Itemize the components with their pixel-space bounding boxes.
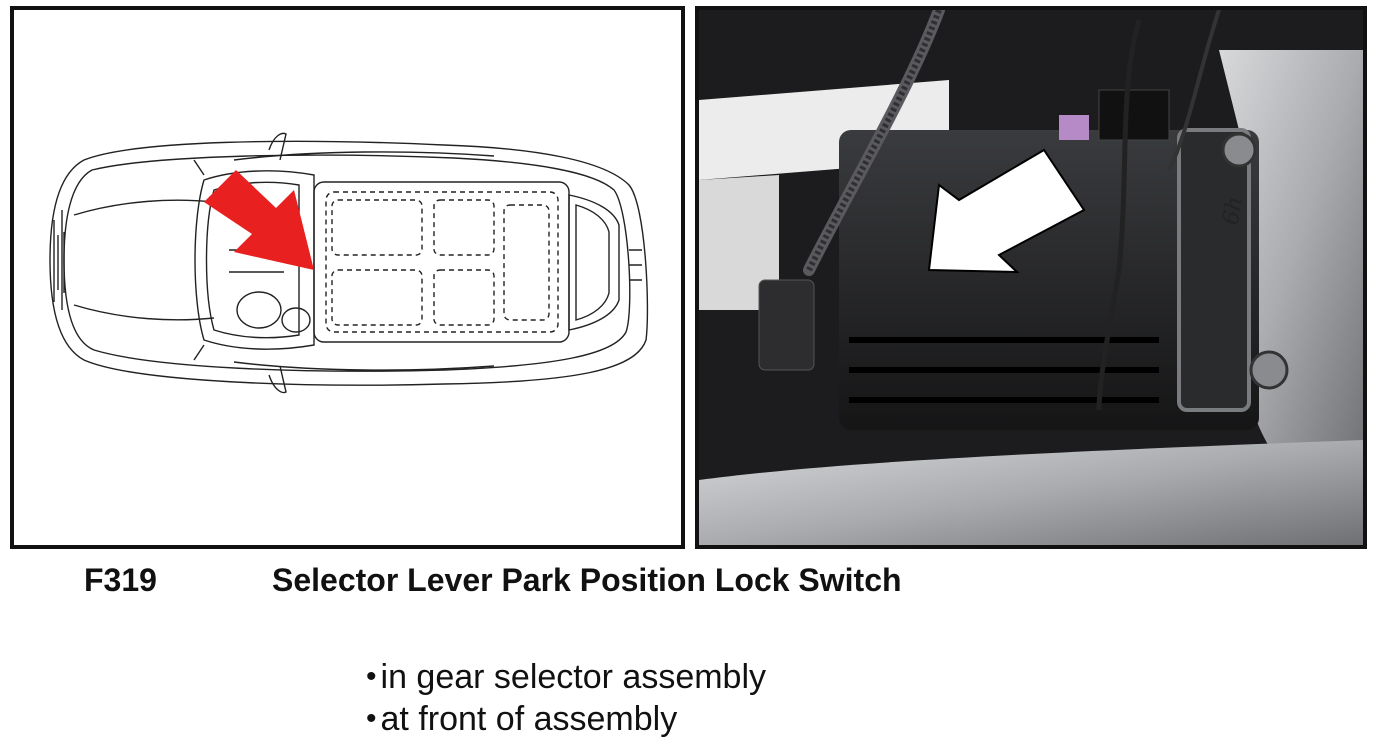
vehicle-top-view-diagram [10,6,685,549]
location-notes-list: • in gear selector assembly • at front o… [366,656,766,740]
location-note-text: in gear selector assembly [380,658,767,696]
location-note-item: • in gear selector assembly [366,656,766,698]
component-title: Selector Lever Park Position Lock Switch [272,562,902,598]
svg-text:6h: 6h [1218,195,1248,227]
location-note-item: • at front of assembly [366,698,766,740]
gear-selector-photo: 6h [695,6,1367,549]
gear-selector-assembly-image: 6h [699,10,1363,545]
location-note-text: at front of assembly [380,700,678,738]
vehicle-outline-drawing [49,132,649,394]
white-arrow-icon [927,148,1086,274]
component-code: F319 [84,562,157,598]
bullet-dot-icon: • [366,660,377,693]
red-arrow-icon [204,170,314,270]
bullet-dot-icon: • [366,702,377,735]
